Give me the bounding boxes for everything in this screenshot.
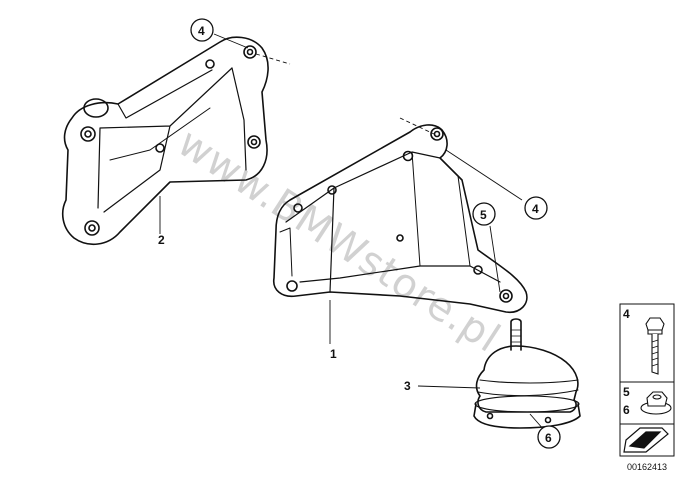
legend-label-6: 6 — [623, 403, 630, 417]
flange-nut-icon — [640, 391, 672, 415]
callout-4-right-text: 4 — [532, 202, 539, 216]
callout-4-top: 4 — [190, 18, 214, 42]
legend-label-5: 5 — [623, 385, 630, 399]
part-label-1: 1 — [330, 347, 337, 361]
reference-number: 00162413 — [627, 462, 667, 472]
part-label-3: 3 — [404, 379, 411, 393]
callout-6: 6 — [537, 425, 561, 449]
legend-panel: 4 5 6 — [619, 303, 675, 457]
bolt-icon — [645, 317, 665, 375]
callout-5-text: 5 — [480, 208, 487, 222]
watermark: www.BMWstore.pl — [170, 120, 509, 362]
direction-arrow-icon — [623, 427, 669, 453]
part-label-2: 2 — [158, 233, 165, 247]
leader-lines — [159, 33, 545, 431]
legend-label-4: 4 — [623, 307, 630, 321]
callout-6-text: 6 — [545, 431, 552, 445]
callout-4-top-text: 4 — [198, 24, 205, 38]
callout-5: 5 — [472, 202, 496, 226]
engine-mount-part-3 — [473, 318, 581, 429]
callout-4-right: 4 — [524, 196, 548, 220]
bracket-part-1 — [272, 124, 528, 314]
bracket-part-2 — [61, 36, 269, 245]
